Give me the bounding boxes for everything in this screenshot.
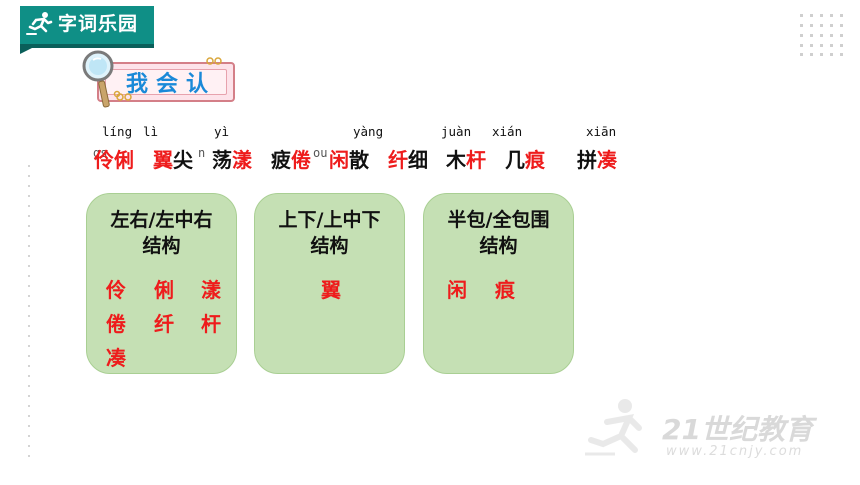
word: 荡漾	[212, 148, 252, 172]
pinyin-xian: xiān	[586, 124, 617, 139]
card-char: 闲	[447, 278, 467, 302]
section-tag	[97, 62, 235, 102]
banner-title: 字词乐园	[58, 13, 139, 35]
word: 拼凑	[577, 148, 617, 172]
tag-ring-decoration	[206, 57, 222, 65]
word: 木杆	[446, 148, 486, 172]
running-person-icon	[26, 12, 53, 35]
card-title: 上下/上中下 结构	[278, 209, 381, 257]
pinyin-ling: líng	[102, 124, 133, 139]
pinyin-fragment: gs	[93, 146, 108, 160]
card-char: 漾	[201, 278, 221, 302]
word: 疲倦	[271, 148, 311, 172]
pinyin-fragment: ou	[313, 146, 328, 160]
structure-card-left-right: 左右/左中右 结构 伶 俐 漾 倦 纤 杆 凑	[86, 193, 237, 374]
watermark-logo	[585, 399, 642, 456]
card-char: 纤	[154, 312, 174, 336]
pinyin-xian: xián	[492, 124, 523, 139]
card-char: 伶	[106, 278, 126, 302]
pinyin-juan: juàn	[441, 124, 472, 139]
card-char: 痕	[495, 278, 515, 302]
card-char: 凑	[106, 346, 126, 370]
dot-grid-decoration	[800, 14, 843, 56]
word: 翼尖	[153, 148, 193, 172]
card-title: 左右/左中右 结构	[110, 209, 213, 257]
watermark-url: www.21cnjy.com	[666, 444, 804, 459]
word: 闲散	[329, 148, 369, 172]
structure-card-top-bottom: 上下/上中下 结构 翼	[254, 193, 405, 374]
pinyin-yi: yì	[214, 124, 230, 139]
watermark-brand: 21世纪教育	[662, 413, 813, 446]
section-tag-label: 我会认	[126, 72, 217, 97]
word: 纤细	[388, 148, 428, 172]
word: 伶俐	[94, 148, 134, 172]
pinyin-li: lì	[143, 124, 159, 139]
structure-card-enclosing: 半包/全包围 结构 闲 痕	[423, 193, 574, 374]
card-title: 半包/全包围 结构	[447, 209, 550, 257]
tag-ring-decoration	[116, 93, 132, 101]
magnifier-icon	[82, 50, 120, 108]
card-char: 俐	[154, 278, 174, 302]
pinyin-yang: yàng	[353, 124, 384, 139]
word: 几痕	[505, 148, 545, 172]
pinyin-fragment: n	[198, 146, 206, 160]
banner-fold	[20, 44, 40, 54]
card-char: 杆	[201, 312, 221, 336]
dotted-divider	[28, 165, 30, 460]
card-char: 翼	[321, 278, 341, 302]
card-char: 倦	[106, 312, 126, 336]
